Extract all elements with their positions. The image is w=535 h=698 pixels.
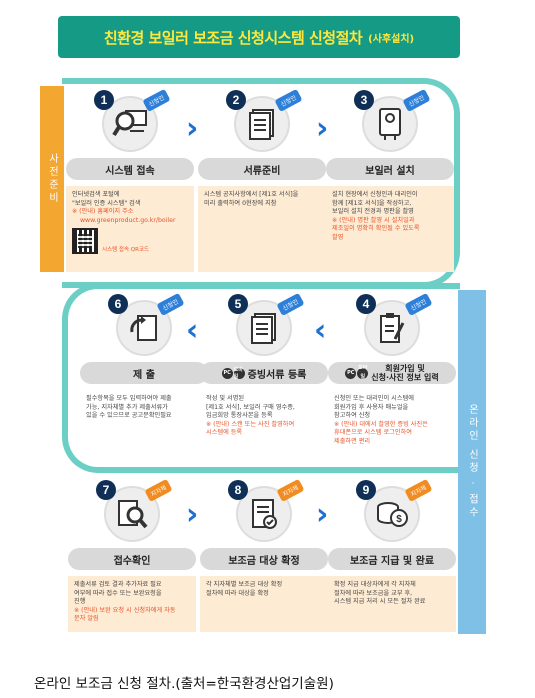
step-title: 서류준비 <box>198 158 326 180</box>
step-title: 보조금 대상 확정 <box>200 548 328 570</box>
title-bar: 친환경 보일러 보조금 신청시스템 신청절차 (사후설치) <box>58 16 460 58</box>
page-subtitle: (사후설치) <box>368 33 415 45</box>
image-caption: 온라인 보조금 신청 절차.(출처=한국환경산업기술원) <box>34 676 334 692</box>
document-icon <box>234 96 290 152</box>
step-2: 2 신청인 서류준비 시스템 공지사항에서 [제1호 서식]을 미리 출력하여 … <box>198 88 326 272</box>
step-number: 6 <box>108 294 128 314</box>
step-desc: 제출서류 검토 결과 추가자료 필요 여부에 따라 접수 또는 보완요청을 진행… <box>68 576 196 632</box>
step-title: 회원가입 및 신청·사진 정보 입력 <box>371 364 439 382</box>
step-desc: 필수항목을 모두 입력하여야 제출 가능, 지자체별 추가 제출서류가 있을 수… <box>80 390 208 454</box>
step-desc: 설치 현장에서 신청인과 대리인이 함께 [제1호 서식]을 작성하고, 보일러… <box>326 186 454 272</box>
side-label-pre: 사전준비 <box>40 86 64 272</box>
step-desc: 작성 및 서명된 [제1호 서식], 보일러 구매 영수증, 입금희망 통장사본… <box>200 390 328 454</box>
step-number: 8 <box>228 480 248 500</box>
step-number: 5 <box>228 294 248 314</box>
step-8: 8 지자체 보조금 대상 확정 각 지자체별 보조금 대상 확정 절차에 따라 … <box>200 478 328 632</box>
step-number: 4 <box>356 294 376 314</box>
step-6: 6 신청인 제 출 필수항목을 모두 입력하여야 제출 가능, 지자체별 추가 … <box>80 292 208 454</box>
chevron-right-icon: › <box>186 111 199 146</box>
qr-code <box>72 228 98 254</box>
step-title: 보조금 지급 및 완료 <box>328 548 456 570</box>
step-desc: 인터넷검색 포털에 "보일러 인증 시스템" 검색 ※ (안내) 홈페이지 주소… <box>66 186 194 272</box>
step-1: 1 신청인 시스템 접속 인터넷검색 포털에 "보일러 인증 시스템" 검색 ※… <box>66 88 194 272</box>
local-gov-tag: 지자체 <box>404 478 433 503</box>
step-number: 9 <box>356 480 376 500</box>
step-title: 시스템 접속 <box>66 158 194 180</box>
step-title: 보일러 설치 <box>326 158 454 180</box>
step-number: 2 <box>226 90 246 110</box>
step-desc: 각 지자체별 보조금 대상 확정 절차에 따라 대상을 확정 <box>200 576 328 632</box>
qr-label: 시스템 접속 QR코드 <box>102 246 150 253</box>
chevron-left-icon: ‹ <box>186 313 199 348</box>
page-title: 친환경 보일러 보조금 신청시스템 신청절차 <box>103 28 363 47</box>
step-desc: 시스템 공지사항에서 [제1호 서식]을 미리 출력하여 0현장에 지참 <box>198 186 326 272</box>
step-3: 3 신청인 보일러 설치 설치 현장에서 신청인과 대리인이 함께 [제1호 서… <box>326 88 454 272</box>
side-label-online: 온라인 신청 · 접수 <box>458 290 486 634</box>
chevron-right-icon: › <box>316 497 329 532</box>
step-desc: 신청인 또는 대리인이 시스템에 회원가입 후 사용자 매뉴얼을 참고하여 신청… <box>328 390 456 454</box>
step-title: 증빙서류 등록 <box>247 369 307 381</box>
chevron-left-icon: ‹ <box>314 313 327 348</box>
step-desc: 확정 지급 대상자에게 각 지자체 절차에 따라 보조금을 교부 후, 시스템 … <box>328 576 456 632</box>
step-number: 1 <box>94 90 114 110</box>
step-title: 접수확인 <box>68 548 196 570</box>
step-number: 7 <box>96 480 116 500</box>
step-number: 3 <box>354 90 374 110</box>
step-title: 제 출 <box>80 362 208 384</box>
svg-text:$: $ <box>396 514 402 525</box>
local-gov-tag: 지자체 <box>276 478 305 503</box>
chevron-right-icon: › <box>186 497 199 532</box>
chevron-right-icon: › <box>316 111 329 146</box>
step-7: 7 지자체 접수확인 제출서류 검토 결과 추가자료 필요 여부에 따라 접수 … <box>68 478 196 632</box>
step-9: $ 9 지자체 보조금 지급 및 완료 확정 지급 대상자에게 각 지자체 절차… <box>328 478 456 632</box>
local-gov-tag: 지자체 <box>144 478 173 503</box>
